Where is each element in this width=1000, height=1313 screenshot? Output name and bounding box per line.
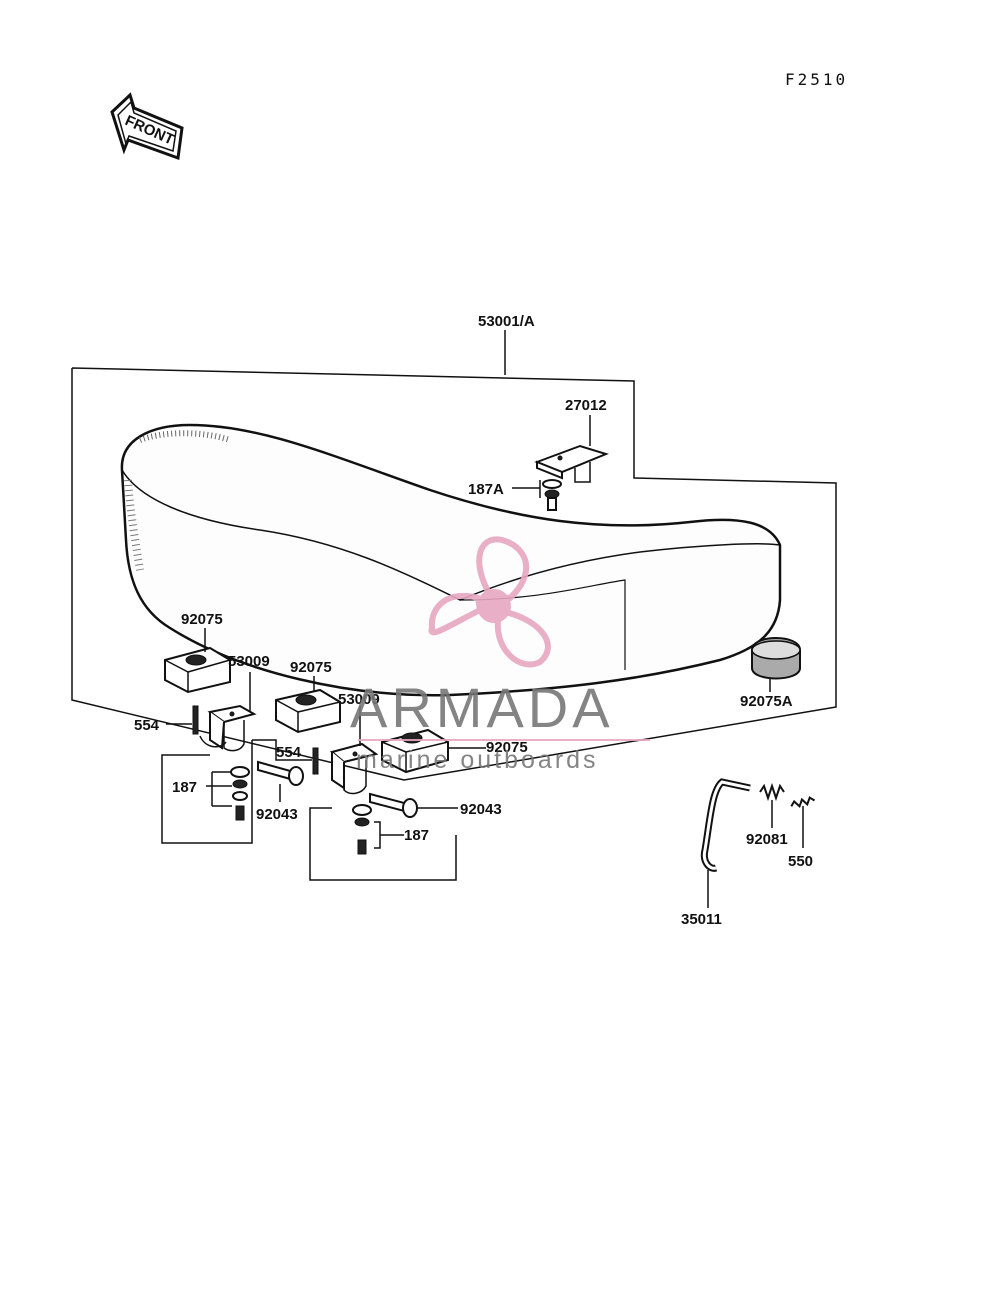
label-damper-right: 92075 [486,739,528,756]
bolt-187a-part [542,479,562,511]
top-bracket-part [534,444,609,483]
leader-187-right-bracket [374,821,381,849]
hinge-right-part [329,742,379,795]
rod-part [700,778,751,872]
label-hinge-right: 53009 [338,691,380,708]
front-arrow-icon: FRONT [110,92,184,161]
label-bracket-top: 27012 [565,397,607,414]
damper-cap-part [751,637,801,680]
label-bolt-left: 187 [172,779,197,796]
damper-mid-part [275,688,341,734]
propeller-logo-icon [428,536,551,668]
damper-left-part [164,646,231,694]
pin-right-part [312,747,319,775]
label-seat-assy: 53001/A [478,313,535,330]
label-shaft-right: 92043 [460,801,502,818]
watermark-brand: ARMADA [350,676,614,739]
seat-illustration [120,423,782,697]
label-spring: 92081 [746,831,788,848]
label-hinge-left: 53009 [228,653,270,670]
spring-part [759,782,785,802]
assembly-boundary [71,367,837,781]
label-damper-left: 92075 [181,611,223,628]
label-damper-cap: 92075A [740,693,793,710]
label-bolt-top: 187A [468,481,504,498]
bolt-right-frame [309,807,457,881]
watermark-tagline: marine outboards [356,746,599,774]
clip-part [790,796,816,809]
hinge-left-part [199,704,257,752]
label-damper-mid: 92075 [290,659,332,676]
label-pin-left: 554 [134,717,160,734]
label-clip: 550 [788,853,813,870]
figure-code: F2510 [785,70,848,89]
bolt-left-frame [161,740,253,844]
bolt-left-part [230,766,250,821]
label-shaft-left: 92043 [256,806,298,823]
label-pin-right: 554 [276,744,302,761]
leader-554-right [252,739,312,761]
shaft-left-part [257,760,304,786]
shaft-right-part [369,792,418,818]
bolt-right-part [352,804,372,855]
watermark: ARMADA marine outboards [350,536,650,774]
label-rod: 35011 [681,911,722,928]
label-bolt-right: 187 [404,827,429,844]
pin-left-part [192,705,199,735]
